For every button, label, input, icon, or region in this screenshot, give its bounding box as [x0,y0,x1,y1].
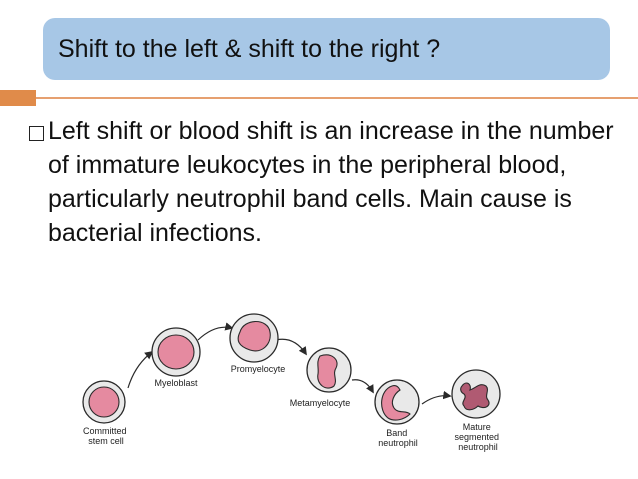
neutrophil-maturation-diagram: Committed stem cell Myeloblast Promyeloc… [82,313,501,452]
arrow-3 [275,338,307,356]
bullet-text: Left shift or blood shift is an increase… [48,117,614,247]
label-band-neutrophil: Band neutrophil [378,428,418,448]
cell-metamyelocyte [306,347,352,393]
cell-committed-stem-cell [82,380,126,424]
accent-bar [0,90,36,106]
cell-band-neutrophil [374,379,420,425]
cell-myeloblast [151,327,201,377]
label-committed-stem-cell: Committed stem cell [83,426,129,446]
arrow-4 [351,379,374,394]
arrow-1 [127,350,154,389]
label-metamyelocyte: Metamyelocyte [290,398,351,408]
label-mature-segmented-neutrophil: Mature segmented neutrophil [454,422,501,452]
label-myeloblast: Myeloblast [154,378,198,388]
label-promyelocyte: Promyelocyte [231,364,286,374]
arrow-2 [197,322,234,341]
cell-mature-segmented-neutrophil [451,369,501,419]
title-box: Shift to the left & shift to the right ? [43,18,610,80]
divider-line [36,97,638,99]
arrow-5 [421,390,452,405]
bullet-square-icon [29,126,44,141]
slide-title: Shift to the left & shift to the right ? [58,34,441,63]
cell-promyelocyte [229,313,279,363]
